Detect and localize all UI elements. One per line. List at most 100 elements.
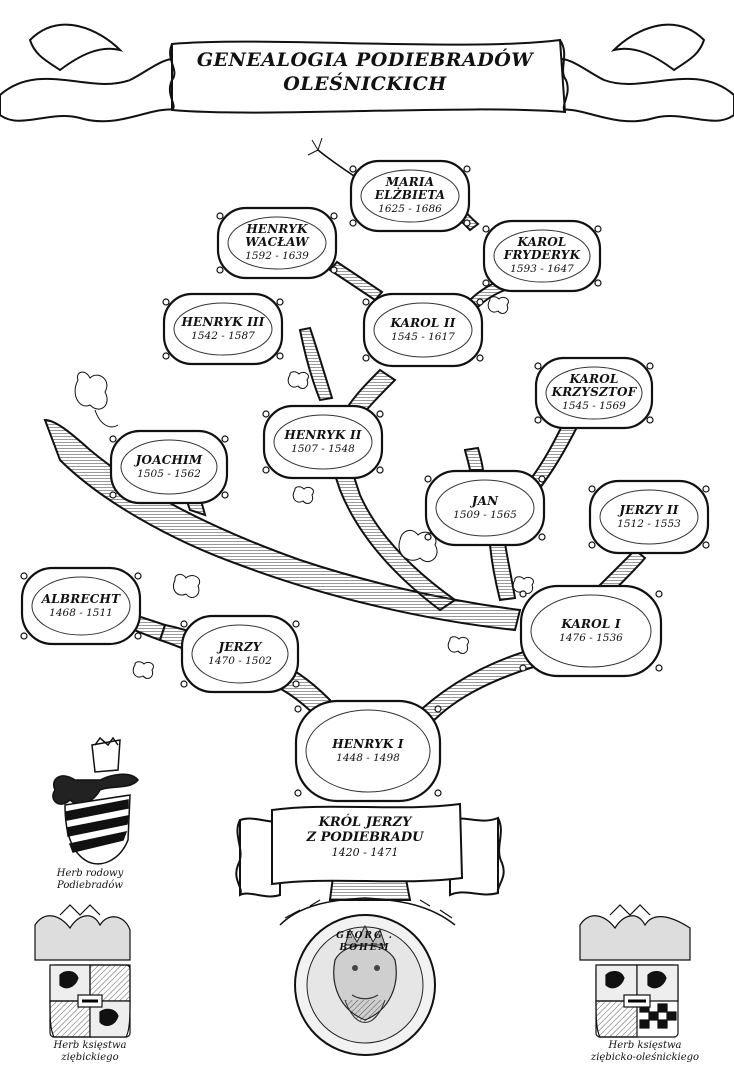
cartouche-frame [588, 479, 710, 555]
person-jerzy-ii: JERZY II 1512 - 1553 [594, 485, 704, 549]
cartouche-frame [162, 292, 284, 366]
caption-line: Herb księstwa [53, 1040, 127, 1051]
person-name: KAROL I [561, 616, 621, 631]
frame-curl [162, 352, 170, 360]
person-name: KAROL II [390, 315, 456, 330]
frame-curl [362, 354, 370, 362]
person-years: 1593 - 1647 [510, 263, 574, 275]
cartouche-frame [180, 614, 300, 694]
frame-curl [376, 466, 384, 474]
frame-curl [294, 789, 302, 797]
frame-curl [180, 680, 188, 688]
person-name: KAROL [569, 372, 619, 386]
frame-curl [362, 298, 370, 306]
person-name: JOACHIM [135, 452, 203, 467]
person-henryk-ii: HENRYK II 1507 - 1548 [268, 410, 378, 474]
frame-curl [702, 541, 710, 549]
person-name: HENRYK II [284, 427, 362, 442]
title-line-1: GENEALOGIA PODIEBRADÓW [196, 49, 534, 71]
root-king-label: KRÓL JERZY Z PODIEBRADU 1420 - 1471 [275, 815, 455, 860]
title-line-2: OLEŚNICKICH [283, 73, 447, 95]
person-years: 1512 - 1553 [617, 517, 681, 530]
person-henryk-waclaw: HENRYK WACŁAW 1592 - 1639 [222, 212, 332, 274]
person-name: FRYDERYK [503, 248, 581, 262]
frame-curl [655, 664, 663, 672]
caption-herb-olesnicki: Herb księstwa ziębicko-oleśnickiego [580, 1040, 710, 1064]
frame-curl [463, 165, 471, 173]
person-karol-i: KAROL I 1476 - 1536 [525, 590, 657, 672]
person-name: HENRYK I [332, 736, 404, 751]
frame-curl [349, 165, 357, 173]
frame-curl [534, 362, 542, 370]
person-henryk-iii: HENRYK III 1542 - 1587 [168, 298, 278, 360]
frame-curl [180, 620, 188, 628]
frame-curl [476, 354, 484, 362]
frame-curl [594, 279, 602, 287]
frame-curl [221, 435, 229, 443]
frame-curl [276, 298, 284, 306]
frame-curl [434, 789, 442, 797]
frame-curl [330, 212, 338, 220]
frame-curl [20, 632, 28, 640]
frame-curl [482, 225, 490, 233]
frame-curl [702, 485, 710, 493]
person-years: 1470 - 1502 [208, 654, 272, 667]
cartouche-frame [262, 404, 384, 480]
frame-curl [330, 266, 338, 274]
frame-curl [434, 705, 442, 713]
caption-line: Herb rodowy [56, 868, 124, 879]
coat-of-arms-ziebice-olesnica [579, 904, 691, 1038]
caption-herb-rodowy: Herb rodowy Podiebradów [40, 868, 140, 892]
frame-curl [216, 212, 224, 220]
person-joachim: JOACHIM 1505 - 1562 [115, 435, 223, 499]
coat-of-arms-ziebice [34, 904, 131, 1038]
frame-curl [424, 533, 432, 541]
caption-line: Podiebradów [57, 880, 123, 891]
frame-curl [109, 435, 117, 443]
person-name: JERZY II [619, 502, 679, 517]
frame-curl [519, 664, 527, 672]
person-maria-elzbieta: MARIA ELŻBIETA 1625 - 1686 [355, 165, 465, 227]
coat-of-arms-podiebrad [52, 736, 139, 865]
person-name: JAN [471, 493, 499, 508]
cartouche-frame [109, 429, 229, 505]
frame-curl [588, 541, 596, 549]
cartouche-frame [534, 356, 654, 430]
person-years: 1476 - 1536 [559, 631, 623, 644]
person-name: HENRYK [246, 222, 308, 236]
frame-curl [349, 219, 357, 227]
person-karol-ii: KAROL II 1545 - 1617 [368, 298, 478, 362]
cartouche-frame [294, 699, 442, 803]
person-karol-krzysztof: KAROL KRZYSZTOF 1545 - 1569 [540, 362, 648, 424]
frame-curl [376, 410, 384, 418]
person-years: 1448 - 1498 [336, 751, 400, 764]
frame-curl [646, 362, 654, 370]
frame-curl [292, 680, 300, 688]
person-years: 1545 - 1569 [562, 400, 626, 412]
person-henryk-i: HENRYK I 1448 - 1498 [300, 705, 436, 797]
person-name: MARIA [385, 175, 435, 189]
root-banner [235, 802, 505, 898]
frame-curl [20, 572, 28, 580]
caption-line: ziębickiego [61, 1052, 119, 1063]
frame-curl [216, 266, 224, 274]
person-karol-fryderyk: KAROL FRYDERYK 1593 - 1647 [488, 225, 596, 287]
coin-medallion [279, 897, 456, 1056]
caption-line: ziębicko-oleśnickiego [590, 1052, 700, 1063]
cartouche-frame [20, 566, 142, 646]
frame-curl [134, 632, 142, 640]
frame-curl [482, 279, 490, 287]
person-years: 1505 - 1562 [137, 467, 201, 480]
frame-curl [463, 219, 471, 227]
cartouche-frames [20, 159, 710, 803]
frame-curl [655, 590, 663, 598]
person-years: 1592 - 1639 [245, 250, 309, 262]
cartouche-frame [482, 219, 602, 293]
cartouche-frame [216, 206, 338, 280]
leaf-decorations [74, 296, 534, 679]
cartouche-frame [424, 469, 546, 547]
person-years: 1509 - 1565 [453, 508, 517, 521]
person-years: 1545 - 1617 [391, 330, 455, 343]
